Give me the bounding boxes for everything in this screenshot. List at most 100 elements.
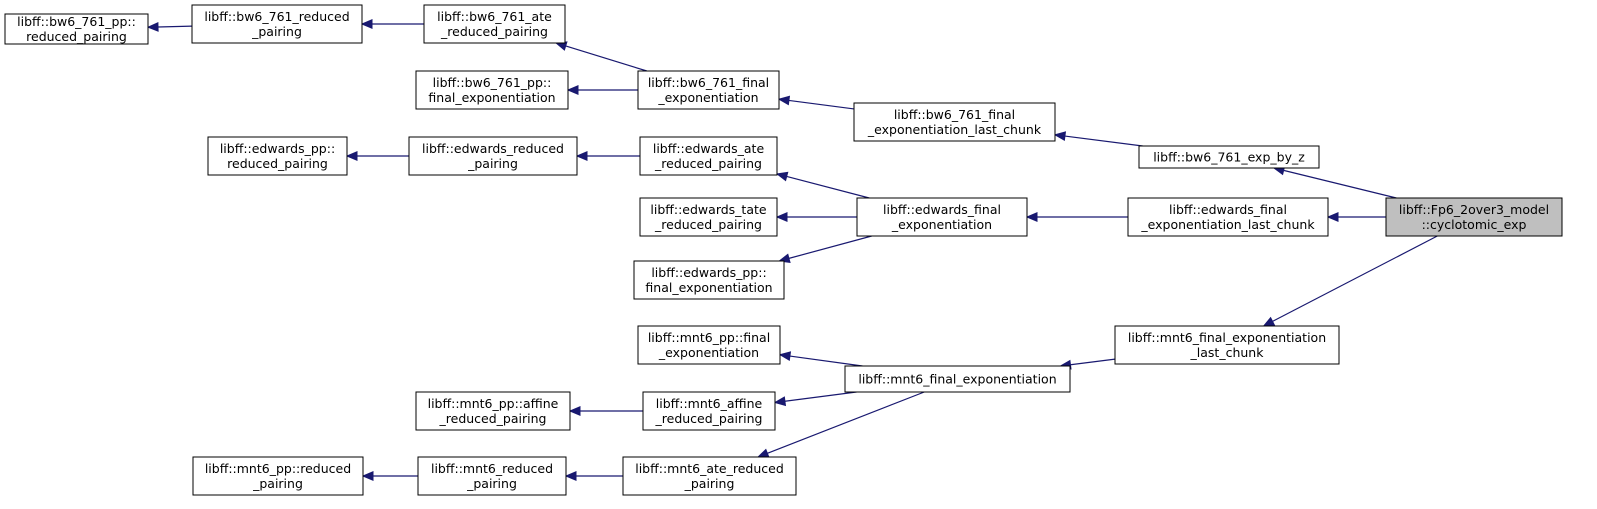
node-box[interactable] [192, 456, 364, 496]
node-label-line: libff::edwards_tate [650, 202, 767, 217]
node-label-line: libff::mnt6_pp::affine [428, 396, 559, 411]
node-box[interactable] [191, 4, 363, 44]
node-label-line: _exponentiation [657, 90, 758, 105]
node-label-line: _pairing [684, 476, 735, 491]
graph-node-n4[interactable]: libff::bw6_761_pp::final_exponentiation [415, 70, 569, 110]
graph-node-n21[interactable]: libff::mnt6_pp::reduced_pairing [192, 456, 364, 496]
graph-node-n18[interactable]: libff::mnt6_affine_reduced_pairing [642, 391, 776, 431]
node-label-line: libff::bw6_761_pp:: [17, 14, 136, 29]
node-label-line: libff::edwards_final [1169, 202, 1287, 217]
node-box[interactable] [633, 260, 785, 300]
edge-n14-to-n11 [786, 175, 870, 199]
edge-arrowhead [777, 95, 791, 106]
node-box[interactable] [408, 136, 578, 176]
node-box[interactable] [1127, 197, 1329, 237]
graph-node-n23[interactable]: libff::mnt6_ate_reduced_pairing [622, 456, 797, 496]
node-box[interactable] [417, 456, 567, 496]
node-box[interactable] [639, 136, 778, 176]
node-box[interactable] [844, 365, 1071, 393]
node-label-line: libff::edwards_ate [653, 141, 765, 156]
graph-node-n9[interactable]: libff::edwards_pp::reduced_pairing [207, 136, 348, 176]
node-label-line: libff::bw6_761_reduced [204, 9, 349, 24]
edge-n20-to-n19 [1070, 358, 1116, 366]
graph-node-n7[interactable]: libff::bw6_761_exp_by_z [1138, 145, 1320, 169]
edge-n8-to-n7 [1283, 169, 1397, 199]
edge-arrowhead [564, 471, 577, 481]
edge-arrowhead [361, 471, 374, 481]
node-box[interactable] [637, 70, 780, 110]
graph-node-n11[interactable]: libff::edwards_ate_reduced_pairing [639, 136, 778, 176]
node-label-line: libff::bw6_761_final [648, 75, 769, 90]
node-label-line: libff::mnt6_final_exponentiation [1128, 330, 1326, 345]
edge-arrowhead [778, 351, 792, 362]
graph-node-n13[interactable]: libff::edwards_pp::final_exponentiation [633, 260, 785, 300]
edge-n6-to-n5 [788, 99, 855, 110]
node-box[interactable] [642, 391, 776, 431]
graph-node-n6[interactable]: libff::bw6_761_final_exponentiation_last… [853, 102, 1056, 142]
node-label-line: _exponentiation_last_chunk [867, 122, 1042, 137]
node-label-line: libff::mnt6_pp::final [648, 330, 770, 345]
node-box[interactable] [639, 197, 778, 237]
node-box[interactable] [853, 102, 1056, 142]
node-label-line: libff::edwards_pp:: [651, 265, 766, 280]
edge-n19-to-n16 [789, 355, 863, 367]
graph-node-n14[interactable]: libff::edwards_final_exponentiation [856, 197, 1028, 237]
node-box[interactable] [207, 136, 348, 176]
edge-arrowhead [775, 171, 789, 182]
node-box[interactable] [1385, 197, 1563, 237]
node-box[interactable] [637, 325, 781, 365]
node-label-line: libff::mnt6_ate_reduced [635, 461, 784, 476]
graph-node-n3[interactable]: libff::bw6_761_ate_reduced_pairing [423, 4, 566, 44]
node-label-line: reduced_pairing [227, 156, 328, 171]
node-label-line: _pairing [252, 476, 303, 491]
node-box[interactable] [415, 70, 569, 110]
graph-node-n16[interactable]: libff::mnt6_pp::final_exponentiation [637, 325, 781, 365]
edge-n5-to-n3 [565, 45, 648, 72]
graph-node-n2[interactable]: libff::bw6_761_reduced_pairing [191, 4, 363, 44]
node-label-line: ::cyclotomic_exp [1422, 217, 1527, 232]
node-label-line: _reduced_pairing [655, 411, 763, 426]
node-label-line: _reduced_pairing [654, 156, 762, 171]
graph-node-n8[interactable]: libff::Fp6_2over3_model::cyclotomic_exp [1385, 197, 1563, 237]
graph-node-n15[interactable]: libff::edwards_final_exponentiation_last… [1127, 197, 1329, 237]
node-label-line: libff::Fp6_2over3_model [1399, 202, 1549, 217]
graph-node-n20[interactable]: libff::mnt6_final_exponentiation_last_ch… [1114, 325, 1340, 365]
edge-n7-to-n6 [1064, 135, 1143, 147]
node-label-line: libff::mnt6_affine [656, 396, 763, 411]
node-box[interactable] [856, 197, 1028, 237]
edge-n19-to-n23 [767, 391, 925, 454]
graph-node-n10[interactable]: libff::edwards_reduced_pairing [408, 136, 578, 176]
node-layer: libff::bw6_761_pp::reduced_pairinglibff:… [4, 4, 1563, 496]
node-label-line: libff::edwards_final [883, 202, 1001, 217]
node-label-line: libff::bw6_761_final [894, 107, 1015, 122]
node-box[interactable] [423, 4, 566, 44]
graph-node-n12[interactable]: libff::edwards_tate_reduced_pairing [639, 197, 778, 237]
edge-arrowhead [575, 151, 588, 161]
graph-node-n1[interactable]: libff::bw6_761_pp::reduced_pairing [4, 13, 149, 45]
node-box[interactable] [1114, 325, 1340, 365]
edge-n19-to-n18 [784, 391, 857, 402]
edge-n8-to-n20 [1272, 235, 1438, 322]
edge-layer [146, 19, 1438, 481]
edge-n2-to-n1 [157, 25, 193, 28]
edge-arrowhead [360, 19, 373, 29]
graph-node-n22[interactable]: libff::mnt6_reduced_pairing [417, 456, 567, 496]
graph-node-n5[interactable]: libff::bw6_761_final_exponentiation [637, 70, 780, 110]
node-box[interactable] [622, 456, 797, 496]
graph-node-n17[interactable]: libff::mnt6_pp::affine_reduced_pairing [415, 391, 571, 431]
node-label-line: libff::mnt6_final_exponentiation [858, 372, 1056, 387]
node-label-line: _reduced_pairing [440, 24, 548, 39]
graph-node-n19[interactable]: libff::mnt6_final_exponentiation [844, 365, 1071, 393]
node-label-line: _exponentiation_last_chunk [1140, 217, 1315, 232]
edge-arrowhead [1326, 212, 1339, 222]
node-box[interactable] [415, 391, 571, 431]
node-box[interactable] [1138, 145, 1320, 169]
node-box[interactable] [4, 13, 149, 45]
node-label-line: libff::bw6_761_pp:: [433, 75, 552, 90]
edge-arrowhead [345, 151, 358, 161]
edge-arrowhead [1053, 131, 1067, 142]
node-label-line: libff::edwards_reduced [422, 141, 564, 156]
node-label-line: _last_chunk [1190, 345, 1265, 360]
edge-arrowhead [775, 212, 788, 222]
